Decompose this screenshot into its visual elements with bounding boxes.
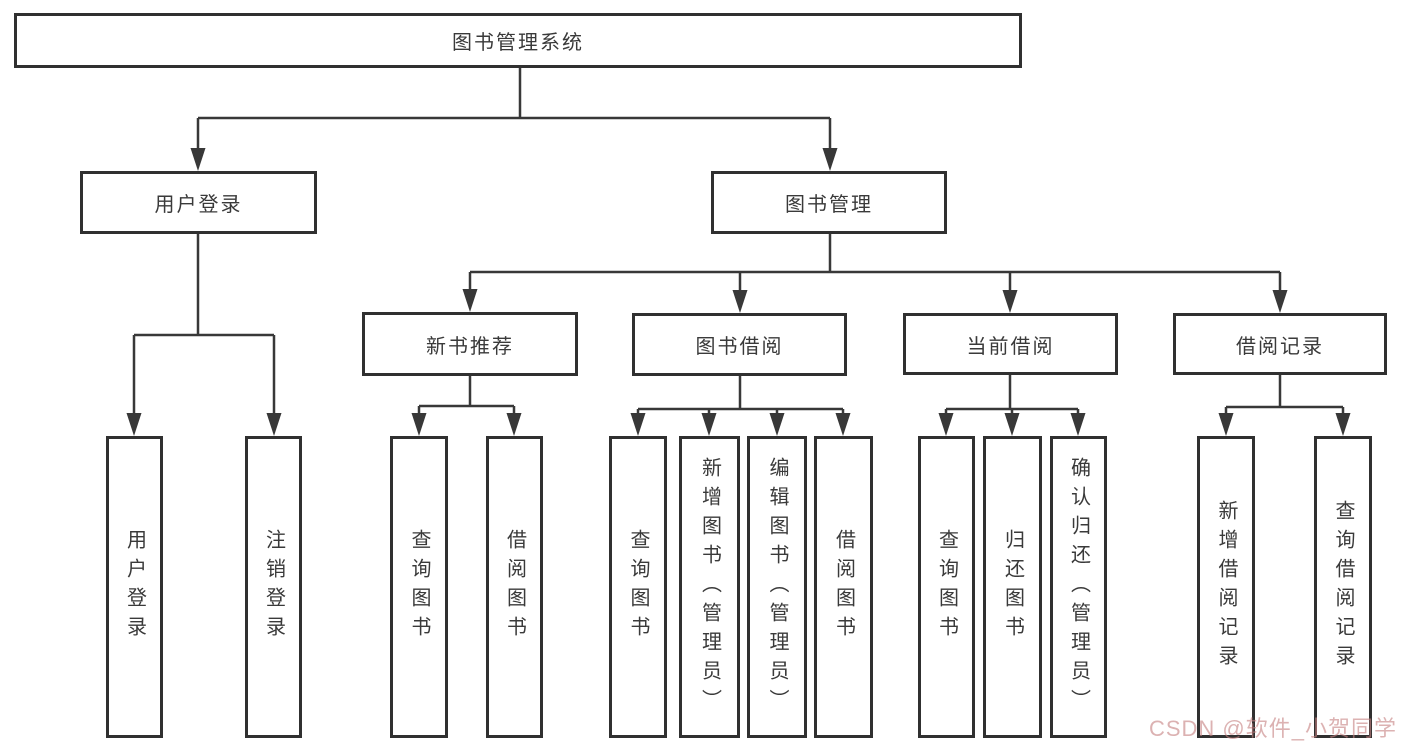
node-user-login: 用户登录 (80, 171, 317, 234)
node-book-management: 图书管理 (711, 171, 947, 234)
leaf-logout: 注销登录 (245, 436, 302, 738)
node-library-management-system: 图书管理系统 (14, 13, 1022, 68)
leaf-query-borrow-record: 查询借阅记录 (1314, 436, 1372, 738)
node-new-book-recommendation: 新书推荐 (362, 312, 578, 376)
leaf-return-books: 归还图书 (983, 436, 1042, 738)
node-book-borrowing: 图书借阅 (632, 313, 847, 376)
node-current-borrowing: 当前借阅 (903, 313, 1118, 375)
leaf-add-book-admin: 新增图书（管理员） (679, 436, 740, 738)
leaf-confirm-return-admin: 确认归还（管理员） (1050, 436, 1107, 738)
leaf-user-login: 用户登录 (106, 436, 163, 738)
leaf-add-borrow-record: 新增借阅记录 (1197, 436, 1255, 738)
csdn-watermark: CSDN @软件_小贺同学 (1148, 716, 1397, 741)
leaf-borrow-books: 借阅图书 (814, 436, 873, 738)
leaf-query-books-borrow: 查询图书 (609, 436, 667, 738)
leaf-query-books-recommend: 查询图书 (390, 436, 448, 738)
leaf-borrow-books-recommend: 借阅图书 (486, 436, 543, 738)
node-borrowing-records: 借阅记录 (1173, 313, 1387, 375)
leaf-edit-book-admin: 编辑图书（管理员） (747, 436, 807, 738)
arrowhead-icons (126, 148, 1351, 436)
leaf-query-books-current: 查询图书 (918, 436, 975, 738)
